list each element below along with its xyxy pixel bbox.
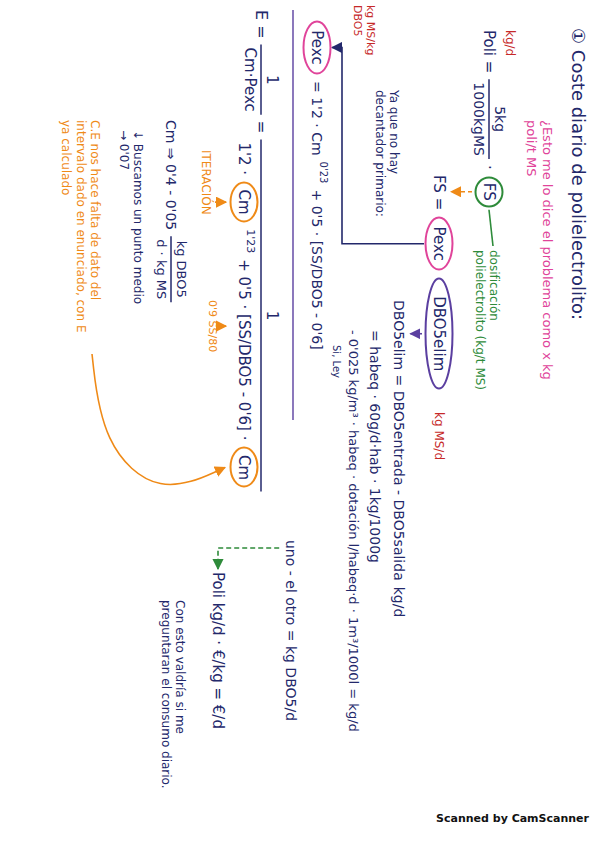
ink-circle [231, 448, 258, 487]
circled-term: FS [474, 176, 504, 208]
note-title: ① Coste diario de polielectrolito: [567, 28, 589, 320]
circled-term: Cm [229, 446, 259, 488]
circled-term: Pexc [302, 20, 332, 75]
note-text: + 0'5 · [SS/DBO5 - 0'6] [309, 189, 326, 349]
note-text: = [252, 121, 270, 134]
note-text: dosificación polielectrolito (kg/t MS) [472, 250, 501, 400]
note-text: 5kg [491, 106, 508, 132]
orange-dashed-arrow [451, 191, 472, 193]
note-text: FS = [430, 175, 448, 210]
note-text: ITERACIÓN [199, 150, 213, 215]
note-text: 1'23 [243, 229, 256, 253]
purple-arrow [410, 333, 422, 335]
note-text: Con esto valdría si me preguntaran el co… [158, 600, 187, 800]
note-text: ↓ Buscamos un punto medio → 0'07 [116, 130, 145, 315]
note-text: kg/d [503, 30, 517, 56]
ink-circle [231, 183, 258, 222]
note-text: Poli = [480, 30, 498, 73]
note-text: Ya que no hay decantador primario: [372, 90, 401, 225]
orange-dotted-arrow [215, 201, 226, 203]
node-text: Pexc [308, 30, 326, 64]
connector [332, 48, 424, 244]
note-text: 1'2 · [235, 142, 253, 175]
fraction-bar [260, 139, 262, 491]
ink-circle [304, 22, 331, 74]
circled-term: DBO5elim [424, 277, 454, 390]
note-text: ¿Esto me lo dice el problema como x kg p… [524, 120, 555, 380]
ink-circle [476, 177, 503, 206]
note-text: DBO5elim = DBO5entrada - DBO5salida [391, 300, 408, 581]
note-text: - 0'025 kg/m³ · habeq · dotación l/habeq… [345, 330, 361, 732]
fraction-bar [260, 45, 262, 115]
separator-line [292, 10, 293, 420]
ink-circle [426, 279, 453, 389]
note-text: kg DBO5 [173, 241, 189, 298]
note-text: Si, Ley [330, 345, 342, 378]
green-dashed-arrow [218, 548, 279, 569]
green-leader [489, 210, 493, 246]
note-text: kg MS/d [432, 412, 446, 460]
note-text: 1 [263, 75, 281, 85]
circled-term: Pexc [424, 216, 454, 271]
note-text: 1 [263, 311, 281, 321]
note-text: kg/d [391, 587, 408, 618]
note-text: 0'23 [317, 162, 329, 184]
note-text: + 0'5 · [SS/DBO5 - 0'6] · [235, 259, 253, 440]
node-text: Cm [235, 455, 253, 480]
note-text: Poli kg/d · €/kg = €/d [209, 572, 227, 729]
node-text: DBO5elim [430, 296, 448, 371]
fraction-bar [170, 236, 172, 302]
note-text: C.E nos hace falta de dato del intervalo… [59, 120, 102, 350]
orange-curved-arrow [92, 354, 225, 484]
note-text: d · kg MS [153, 239, 169, 299]
note-text: Scanned by CamScanner [436, 812, 589, 825]
note-text: kg MS/kg DBO5 [351, 5, 377, 67]
ink-circle [426, 218, 453, 270]
note-text: 0'9 SS/80 [206, 300, 219, 352]
node-text: Cm [235, 190, 253, 215]
note-text: Cm·Pexc [241, 48, 259, 112]
note-text: = 1'2 · Cm [309, 81, 326, 156]
orange-arrow [220, 325, 226, 327]
fraction-bar [488, 79, 490, 159]
note-text: Cm ⇒ 0'4 - 0'05 [163, 120, 180, 230]
note-text: 1000kgMS [470, 82, 487, 156]
circled-term: Cm [229, 181, 259, 223]
node-text: FS [480, 183, 498, 201]
note-text: uno - el otro = kg DBO5/d [282, 540, 299, 721]
node-text: Pexc [430, 227, 448, 261]
note-text: = habeq · 60g/d·hab · 1kg/1000g [367, 330, 384, 563]
note-text: · [480, 165, 498, 170]
note-text: E = [251, 10, 270, 39]
